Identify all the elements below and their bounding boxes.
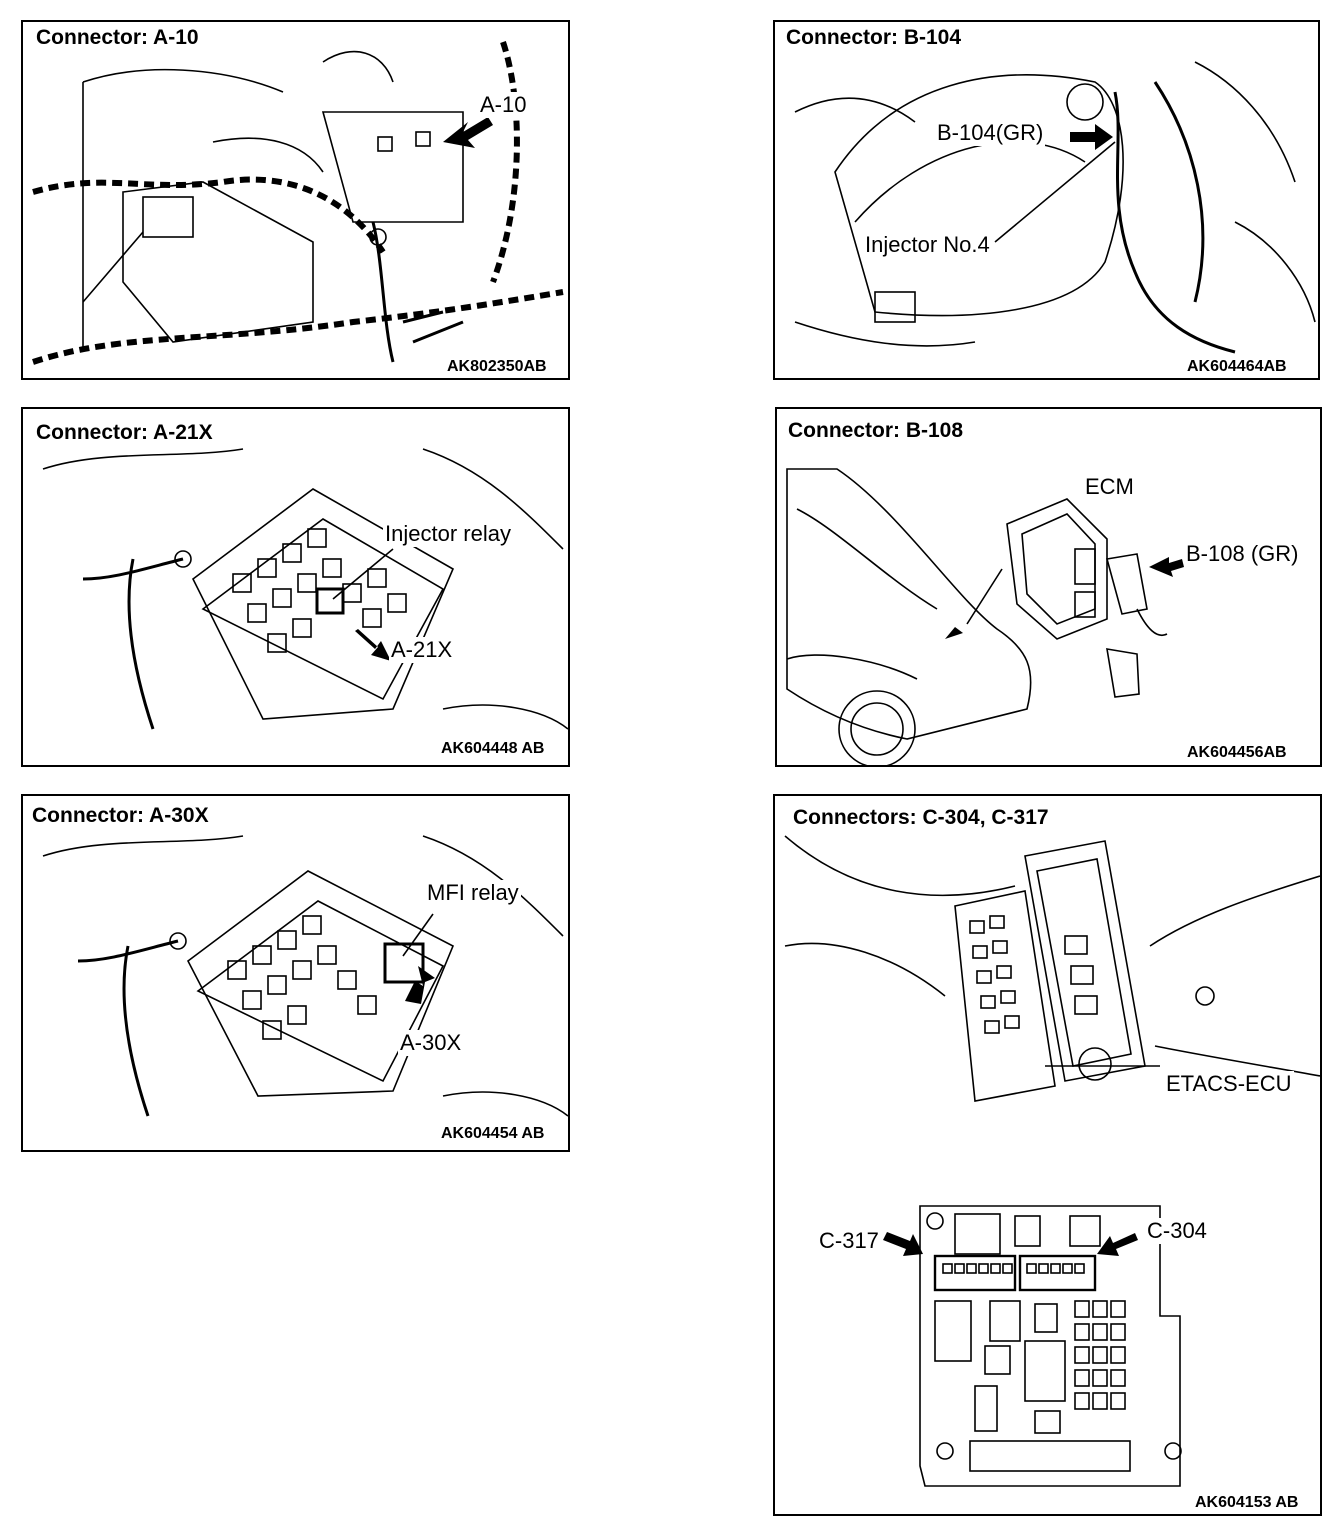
drawing-code-a21x: AK604448 AB	[439, 740, 547, 758]
panel-connector-a10: Connector: A-10 A-10 AK802350AB	[21, 20, 570, 380]
panel-title-b108: Connector: B-108	[785, 419, 967, 443]
label-b104-gr: B-104(GR)	[935, 120, 1046, 146]
engine-bay-drawing-b104	[794, 61, 1316, 354]
panel-connectors-c304-c317: Connectors: C-304, C-317 ETACS-ECU C-317…	[773, 794, 1322, 1516]
label-injector-relay: Injector relay	[383, 521, 513, 547]
panel-connector-b104: Connector: B-104 B-104(GR) Injector No.4…	[773, 20, 1320, 380]
panel-title-c304-c317: Connectors: C-304, C-317	[790, 806, 1052, 830]
vehicle-ecm-drawing-b108	[786, 468, 1184, 765]
drawing-code-a30x: AK604454 AB	[439, 1125, 547, 1143]
relay-box-drawing-a21x	[42, 448, 568, 730]
label-c317: C-317	[817, 1228, 881, 1254]
label-c304: C-304	[1145, 1218, 1209, 1244]
label-a21x: A-21X	[389, 637, 455, 663]
panel-title-a21x: Connector: A-21X	[33, 421, 216, 445]
drawing-code-c304: AK604153 AB	[1193, 1494, 1301, 1512]
panel-title-a10: Connector: A-10	[33, 26, 202, 50]
label-mfi-relay: MFI relay	[425, 880, 521, 906]
panel-title-b104: Connector: B-104	[783, 26, 965, 50]
panel-connector-a30x: Connector: A-30X MFI relay A-30X AK60445…	[21, 794, 570, 1152]
drawing-code-b104: AK604464AB	[1185, 358, 1289, 376]
relay-box-drawing-a30x	[42, 835, 568, 1117]
label-a30x: A-30X	[398, 1030, 464, 1056]
panel-connector-b108: Connector: B-108 ECM B-108 (GR) AK604456…	[775, 407, 1322, 767]
label-b108-gr: B-108 (GR)	[1184, 541, 1301, 567]
label-a10: A-10	[478, 92, 529, 118]
panel-title-a30x: Connector: A-30X	[29, 804, 212, 828]
label-etacs-ecu: ETACS-ECU	[1164, 1071, 1294, 1097]
label-injector-no4: Injector No.4	[863, 232, 992, 258]
label-ecm: ECM	[1083, 474, 1136, 500]
drawing-code-a10: AK802350AB	[445, 358, 549, 376]
panel-connector-a21x: Connector: A-21X Injector relay A-21X AK…	[21, 407, 570, 767]
engine-bay-drawing-a10	[32, 41, 564, 365]
etacs-ecu-drawing	[784, 835, 1320, 1487]
drawing-code-b108: AK604456AB	[1185, 744, 1289, 762]
